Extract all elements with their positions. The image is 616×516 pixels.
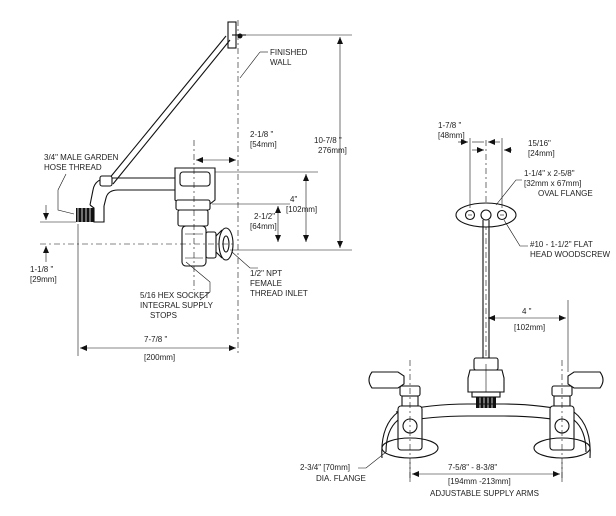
dim-2-1-8-label-2: [54mm] [250, 140, 277, 149]
front-view: 1-7/8 " [48mm] 15/16" [24mm] 1-1/4" x 2-… [300, 121, 610, 498]
spout-outlet [476, 396, 496, 408]
woodscrew-label-1: #10 - 1-1/2" FLAT [530, 240, 593, 249]
dim-15-16-label-2: [24mm] [528, 149, 555, 158]
hex-socket-label-2: INTEGRAL SUPPLY [140, 301, 214, 310]
dim-4-label-1: 4" [290, 195, 297, 204]
support-brace [107, 35, 227, 181]
dim-4-front-label-2: [102mm] [514, 323, 545, 332]
left-handle [368, 371, 405, 389]
oval-flange-label-3: OVAL FLANGE [538, 189, 593, 198]
dim-2-1-2-label-1: 2-1/2" [254, 212, 275, 221]
oval-flange-label-1: 1-1/4" x 2-5/8" [524, 169, 575, 178]
supply-arms-label-3: ADJUSTABLE SUPPLY ARMS [430, 489, 539, 498]
dim-10-7-8-label-1: 10-7/8 " [314, 136, 342, 145]
dim-1-7-8-label-1: 1-7/8 " [438, 121, 461, 130]
dim-1-7-8-label-2: [48mm] [438, 131, 465, 140]
dim-2-1-8-label-1: 2-1/8 " [250, 130, 273, 139]
oval-flange-label-2: [32mm x 67mm] [524, 179, 581, 188]
dim-1-1-8-label-2: [29mm] [30, 275, 57, 284]
dim-1-1-8-label-1: 1-1/8 " [30, 265, 53, 274]
dim-2-1-2-label-2: [64mm] [250, 222, 277, 231]
dim-15-16-label-1: 15/16" [528, 139, 551, 148]
dia-flange-label-1: 2-3/4" [70mm] [300, 463, 350, 472]
supply-stop [181, 225, 207, 267]
hex-socket-label-3: STOPS [150, 311, 177, 320]
npt-label-2: FEMALE [250, 279, 282, 288]
dim-4-front-label-1: 4 " [522, 307, 532, 316]
hose-thread-label-1: 3/4" MALE GARDEN [44, 153, 119, 162]
right-handle [567, 371, 604, 389]
supply-arms-label-2: [194mm -213mm] [448, 477, 511, 486]
hose-thread-label-2: HOSE THREAD [44, 163, 102, 172]
finished-wall-label-2: WALL [270, 58, 292, 67]
npt-label-1: 1/2" NPT [250, 269, 282, 278]
dim-7-7-8-label-1: 7-7/8 " [144, 335, 167, 344]
dim-7-7-8-label-2: [200mm] [144, 353, 175, 362]
hose-thread-end [76, 208, 94, 222]
bracket-screw-icon [237, 33, 243, 39]
dim-4-label-2: [102mm] [286, 205, 317, 214]
side-view: FINISHED WALL 10-7/8 " 276mm] 2-1/8 " [5… [30, 20, 352, 362]
hex-socket-label-1: 5/16 HEX SOCKET [140, 291, 209, 300]
finished-wall-label-1: FINISHED [270, 48, 308, 57]
dim-10-7-8-label-2: 276mm] [318, 146, 347, 155]
dia-flange-label-2: DIA. FLANGE [316, 474, 366, 483]
supply-arms-label-1: 7-5/8" - 8-3/8" [448, 463, 497, 472]
npt-label-3: THREAD INLET [250, 289, 308, 298]
woodscrew-label-2: HEAD WOODSCREW [530, 250, 610, 259]
